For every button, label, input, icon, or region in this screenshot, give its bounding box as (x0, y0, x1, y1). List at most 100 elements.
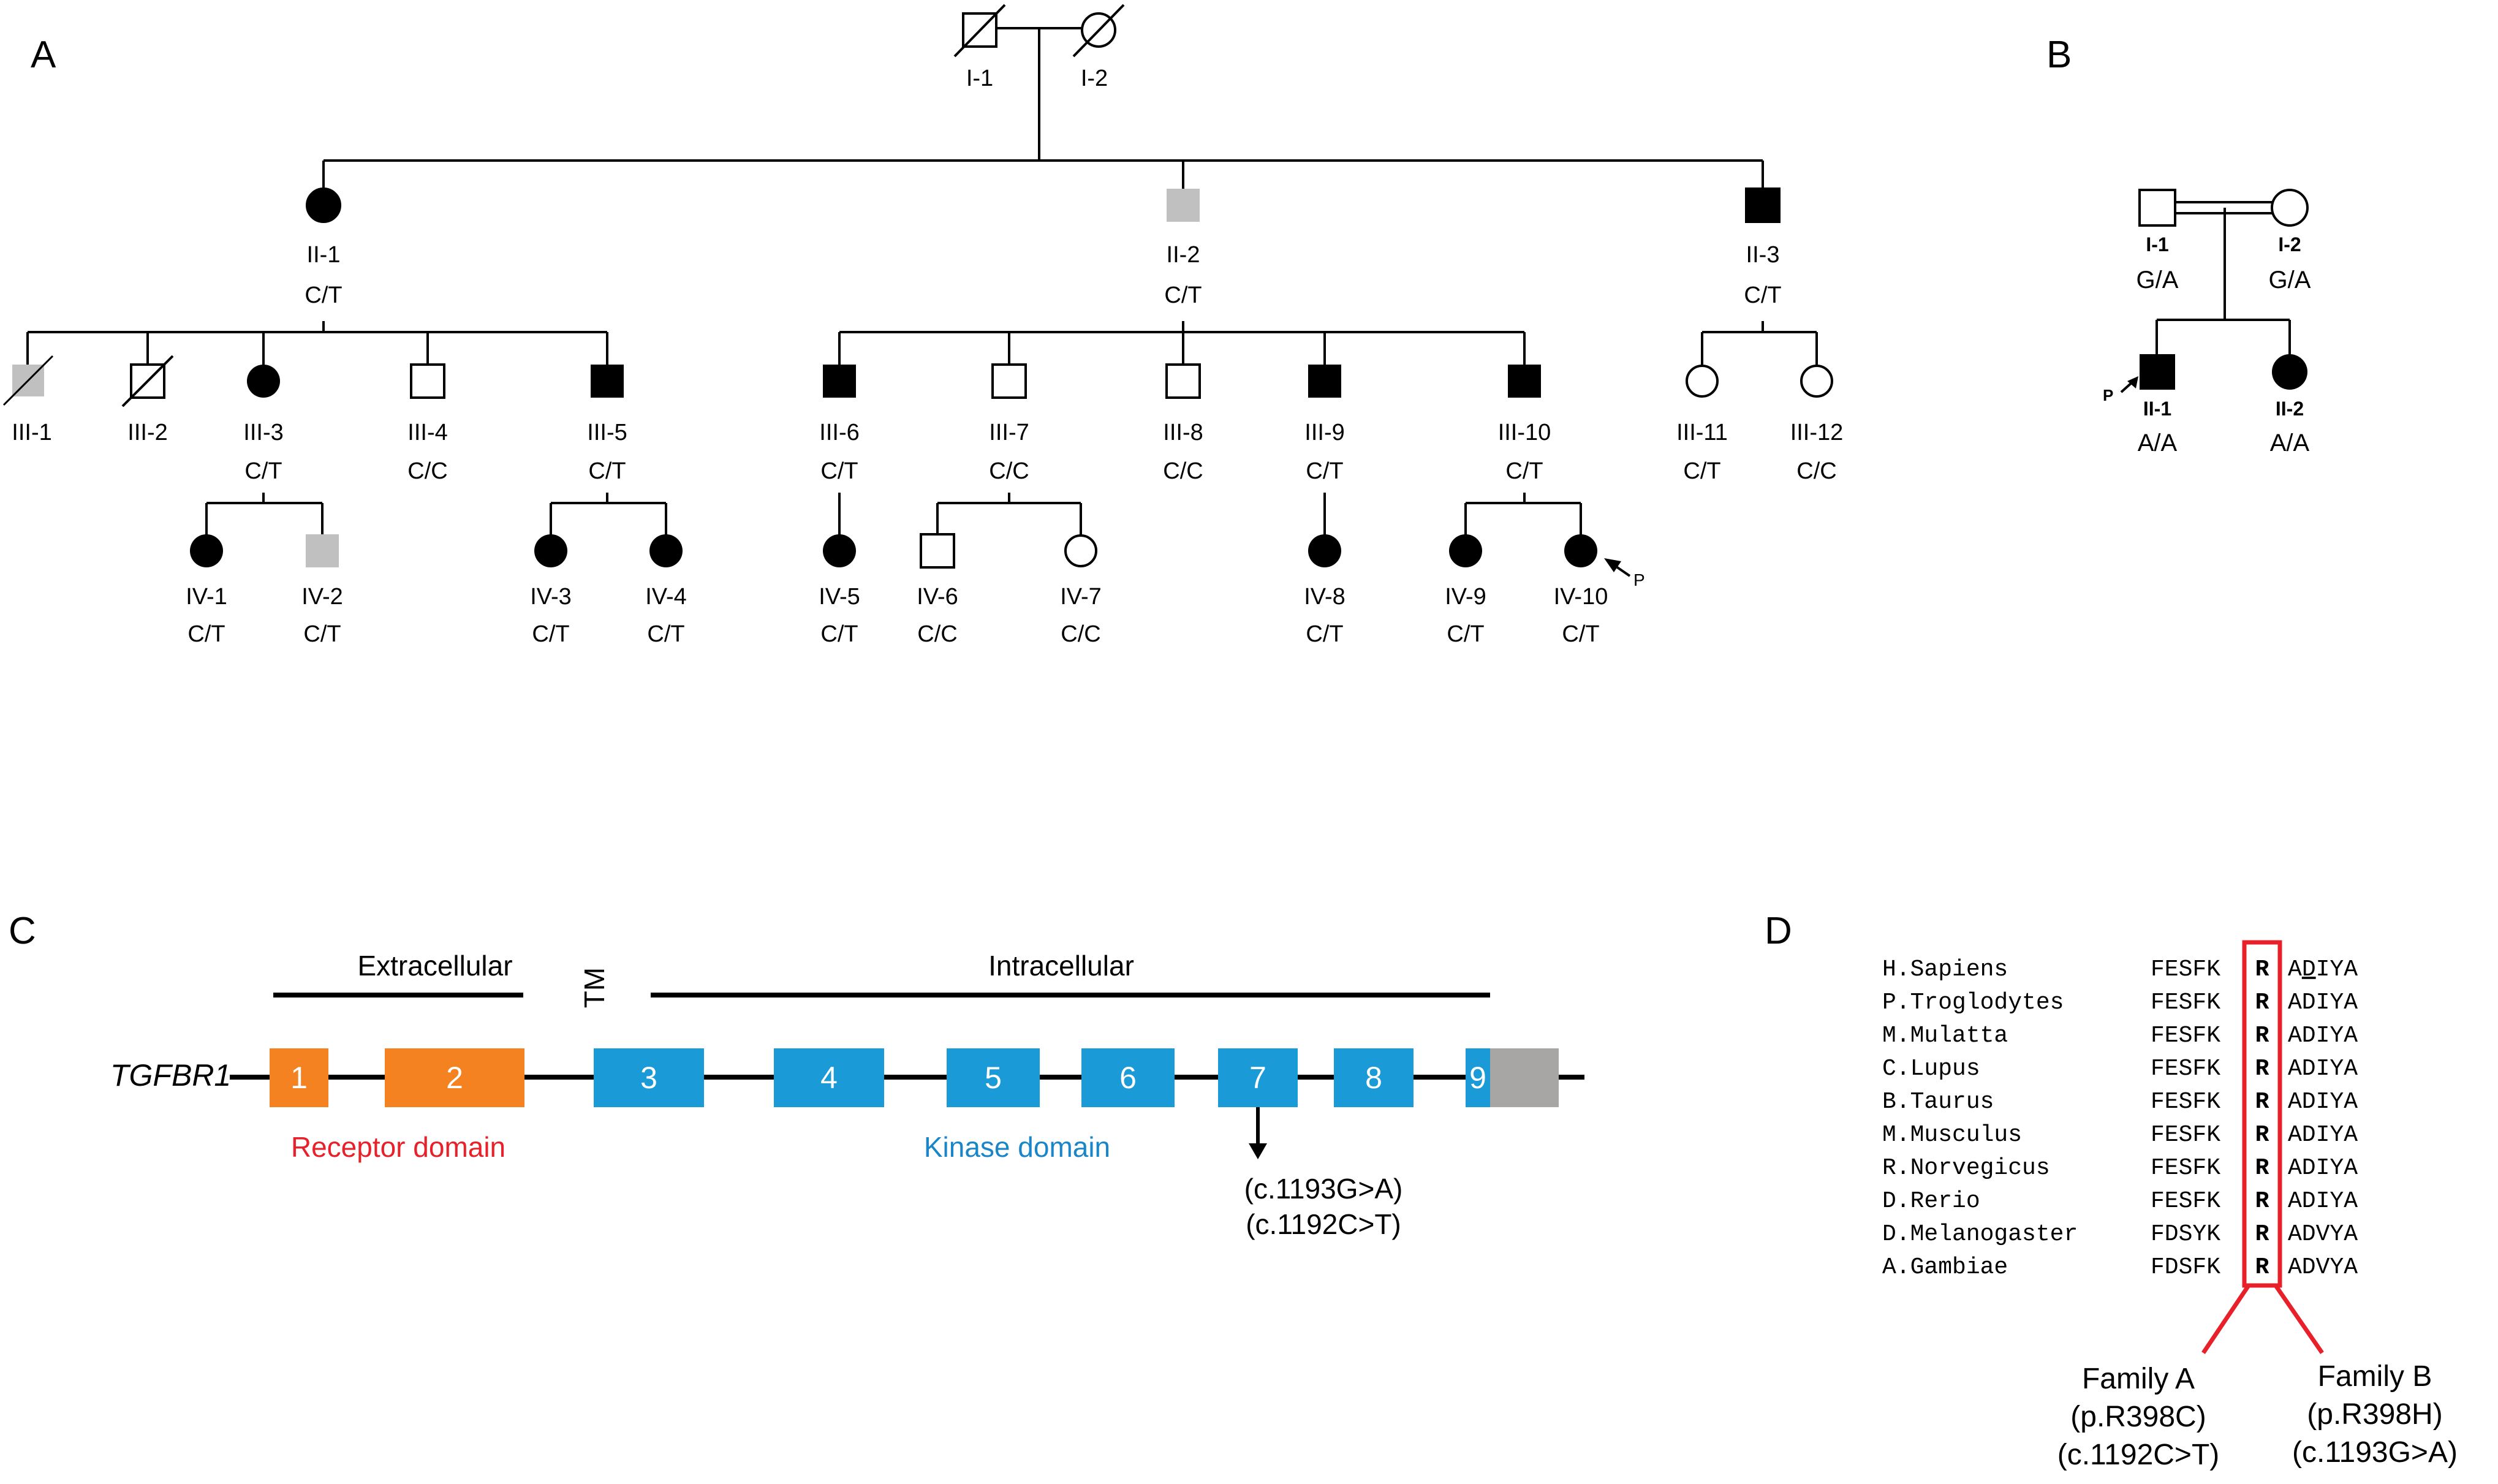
individual-a-I-2: I-2 (1072, 4, 1125, 91)
species-name: D.Rerio (1882, 1188, 1980, 1214)
conserved-residue: R (2255, 1122, 2269, 1148)
individual-a-IV-9: IV-9 C/T (1445, 534, 1486, 647)
species-name: D.Melanogaster (1882, 1221, 2078, 1247)
species-name: B.Taurus (1882, 1089, 1994, 1115)
right-sequence-first: A (2288, 956, 2302, 983)
intracellular-label: Intracellular (988, 950, 1134, 982)
variant-1-label: (c.1193G>A) (1244, 1173, 1403, 1205)
individual-id: III-2 (127, 420, 167, 445)
individual-id: IV-8 (1304, 584, 1346, 610)
individual-id: II-1 (2143, 398, 2171, 420)
alignment-row: D.Melanogaster FDSYK R ADVYA (1882, 1221, 2358, 1247)
individual-id: II-2 (1167, 242, 1200, 268)
individual-b-I-1: I-1 G/A (2137, 189, 2179, 293)
alignment-row: H.Sapiens FESFK R ADIYA (1882, 956, 2358, 983)
left-sequence: FESFK (2151, 1056, 2220, 1082)
individual-id: IV-5 (819, 584, 860, 610)
exon-2: 2 (385, 1048, 524, 1107)
individual-a-IV-10: IV-10 C/T (1554, 534, 1608, 647)
alignment-row: M.Musculus FESFK R ADIYA (1882, 1122, 2358, 1148)
right-sequence: ADIYA (2288, 956, 2358, 983)
exon-5: 5 (947, 1048, 1040, 1107)
individual-a-III-1: III-1 (2, 355, 54, 445)
exon-number: 1 (290, 1061, 308, 1095)
individual-a-III-2: III-2 (121, 355, 174, 445)
conserved-residue: R (2255, 1155, 2269, 1181)
genotype: C/T (305, 282, 342, 308)
individual-a-III-7: III-7 C/C (989, 363, 1029, 484)
alignment-row: P.Troglodytes FESFK R ADIYA (1882, 990, 2358, 1016)
individual-a-III-11: III-11 C/T (1676, 365, 1728, 484)
left-sequence: FDSFK (2151, 1254, 2220, 1281)
family-a-protein-change: (p.R398C) (2070, 1401, 2206, 1433)
gene-name: TGFBR1 (110, 1058, 231, 1092)
genotype: C/T (1505, 458, 1543, 484)
family-b-annotation: Family B (p.R398H) (c.1193G>A) (2292, 1360, 2458, 1469)
individual-id: IV-6 (917, 584, 958, 610)
alignment-row: B.Taurus FESFK R ADIYA (1882, 1089, 2358, 1115)
individual-id: IV-4 (645, 584, 687, 610)
exon-3: 3 (594, 1048, 704, 1107)
alignment-row: C.Lupus FESFK R ADIYA (1882, 1056, 2358, 1082)
left-sequence: FESFK (2151, 1188, 2220, 1214)
family-b-label: Family B (2318, 1360, 2432, 1393)
individual-id: III-11 (1676, 420, 1728, 445)
individual-a-II-2: II-2 C/T (1164, 189, 1202, 308)
family-a-cdna-change: (c.1192C>T) (2057, 1439, 2220, 1471)
individual-a-III-8: III-8 C/C (1163, 363, 1203, 484)
individual-id: III-8 (1163, 420, 1203, 445)
individual-b-I-2: I-2 G/A (2269, 189, 2311, 293)
right-sequence-rest: IYA (2316, 956, 2358, 983)
species-name: R.Norvegicus (1882, 1155, 2050, 1181)
genotype: C/T (588, 458, 626, 484)
utr-block (1490, 1048, 1559, 1107)
left-sequence: FESFK (2151, 990, 2220, 1016)
family-pointer-lines (2201, 1284, 2324, 1354)
panel-a-pedigree: A I-1 I-2 II-1 C/T (2, 4, 1843, 647)
panel-a-letter: A (31, 34, 56, 76)
individual-id: I-2 (1081, 66, 1108, 91)
conserved-residue: R (2255, 1056, 2269, 1082)
individual-a-III-6: III-6 C/T (819, 365, 860, 484)
exon-number: 3 (640, 1061, 657, 1095)
individual-id: IV-2 (301, 584, 343, 610)
extracellular-label: Extracellular (357, 950, 512, 982)
tm-label: TM (578, 967, 610, 1008)
exon-8: 8 (1334, 1048, 1414, 1107)
individual-id: IV-9 (1445, 584, 1486, 610)
individual-a-IV-7: IV-7 C/C (1060, 534, 1102, 647)
right-sequence: ADVYA (2288, 1254, 2358, 1281)
genotype: C/C (1061, 621, 1100, 647)
individual-a-IV-8: IV-8 C/T (1304, 534, 1346, 647)
conserved-residue: R (2255, 956, 2269, 983)
proband-arrow-icon: P (2103, 376, 2138, 404)
individual-a-II-3: II-3 C/T (1744, 187, 1782, 308)
alignment-row: R.Norvegicus FESFK R ADIYA (1882, 1155, 2358, 1181)
individual-id: III-5 (587, 420, 627, 445)
individual-id: IV-7 (1060, 584, 1102, 610)
individual-a-II-1: II-1 C/T (305, 187, 343, 308)
individual-id: III-3 (243, 420, 283, 445)
conserved-residue-box (2242, 940, 2282, 1288)
left-sequence: FESFK (2151, 1155, 2220, 1181)
individual-id: III-10 (1498, 420, 1551, 445)
individual-id: III-9 (1304, 420, 1344, 445)
exon-number: 8 (1365, 1061, 1382, 1095)
individual-a-III-9: III-9 C/T (1304, 365, 1345, 484)
individual-id: II-3 (1746, 242, 1780, 268)
individual-id: I-1 (2146, 233, 2168, 256)
panel-d-letter: D (1765, 910, 1792, 952)
individual-id: III-6 (819, 420, 859, 445)
left-sequence: FESFK (2151, 1089, 2220, 1115)
conserved-residue: R (2255, 1188, 2269, 1214)
genotype: C/T (1447, 621, 1484, 647)
genotype: C/C (1163, 458, 1203, 484)
conserved-residue: R (2255, 1254, 2269, 1281)
species-name: H.Sapiens (1882, 956, 2008, 983)
conserved-residue: R (2255, 1023, 2269, 1049)
exon-1: 1 (270, 1048, 328, 1107)
proband-arrow-icon: P (1604, 558, 1645, 589)
individual-id: IV-1 (186, 584, 227, 610)
individual-id: IV-3 (530, 584, 572, 610)
